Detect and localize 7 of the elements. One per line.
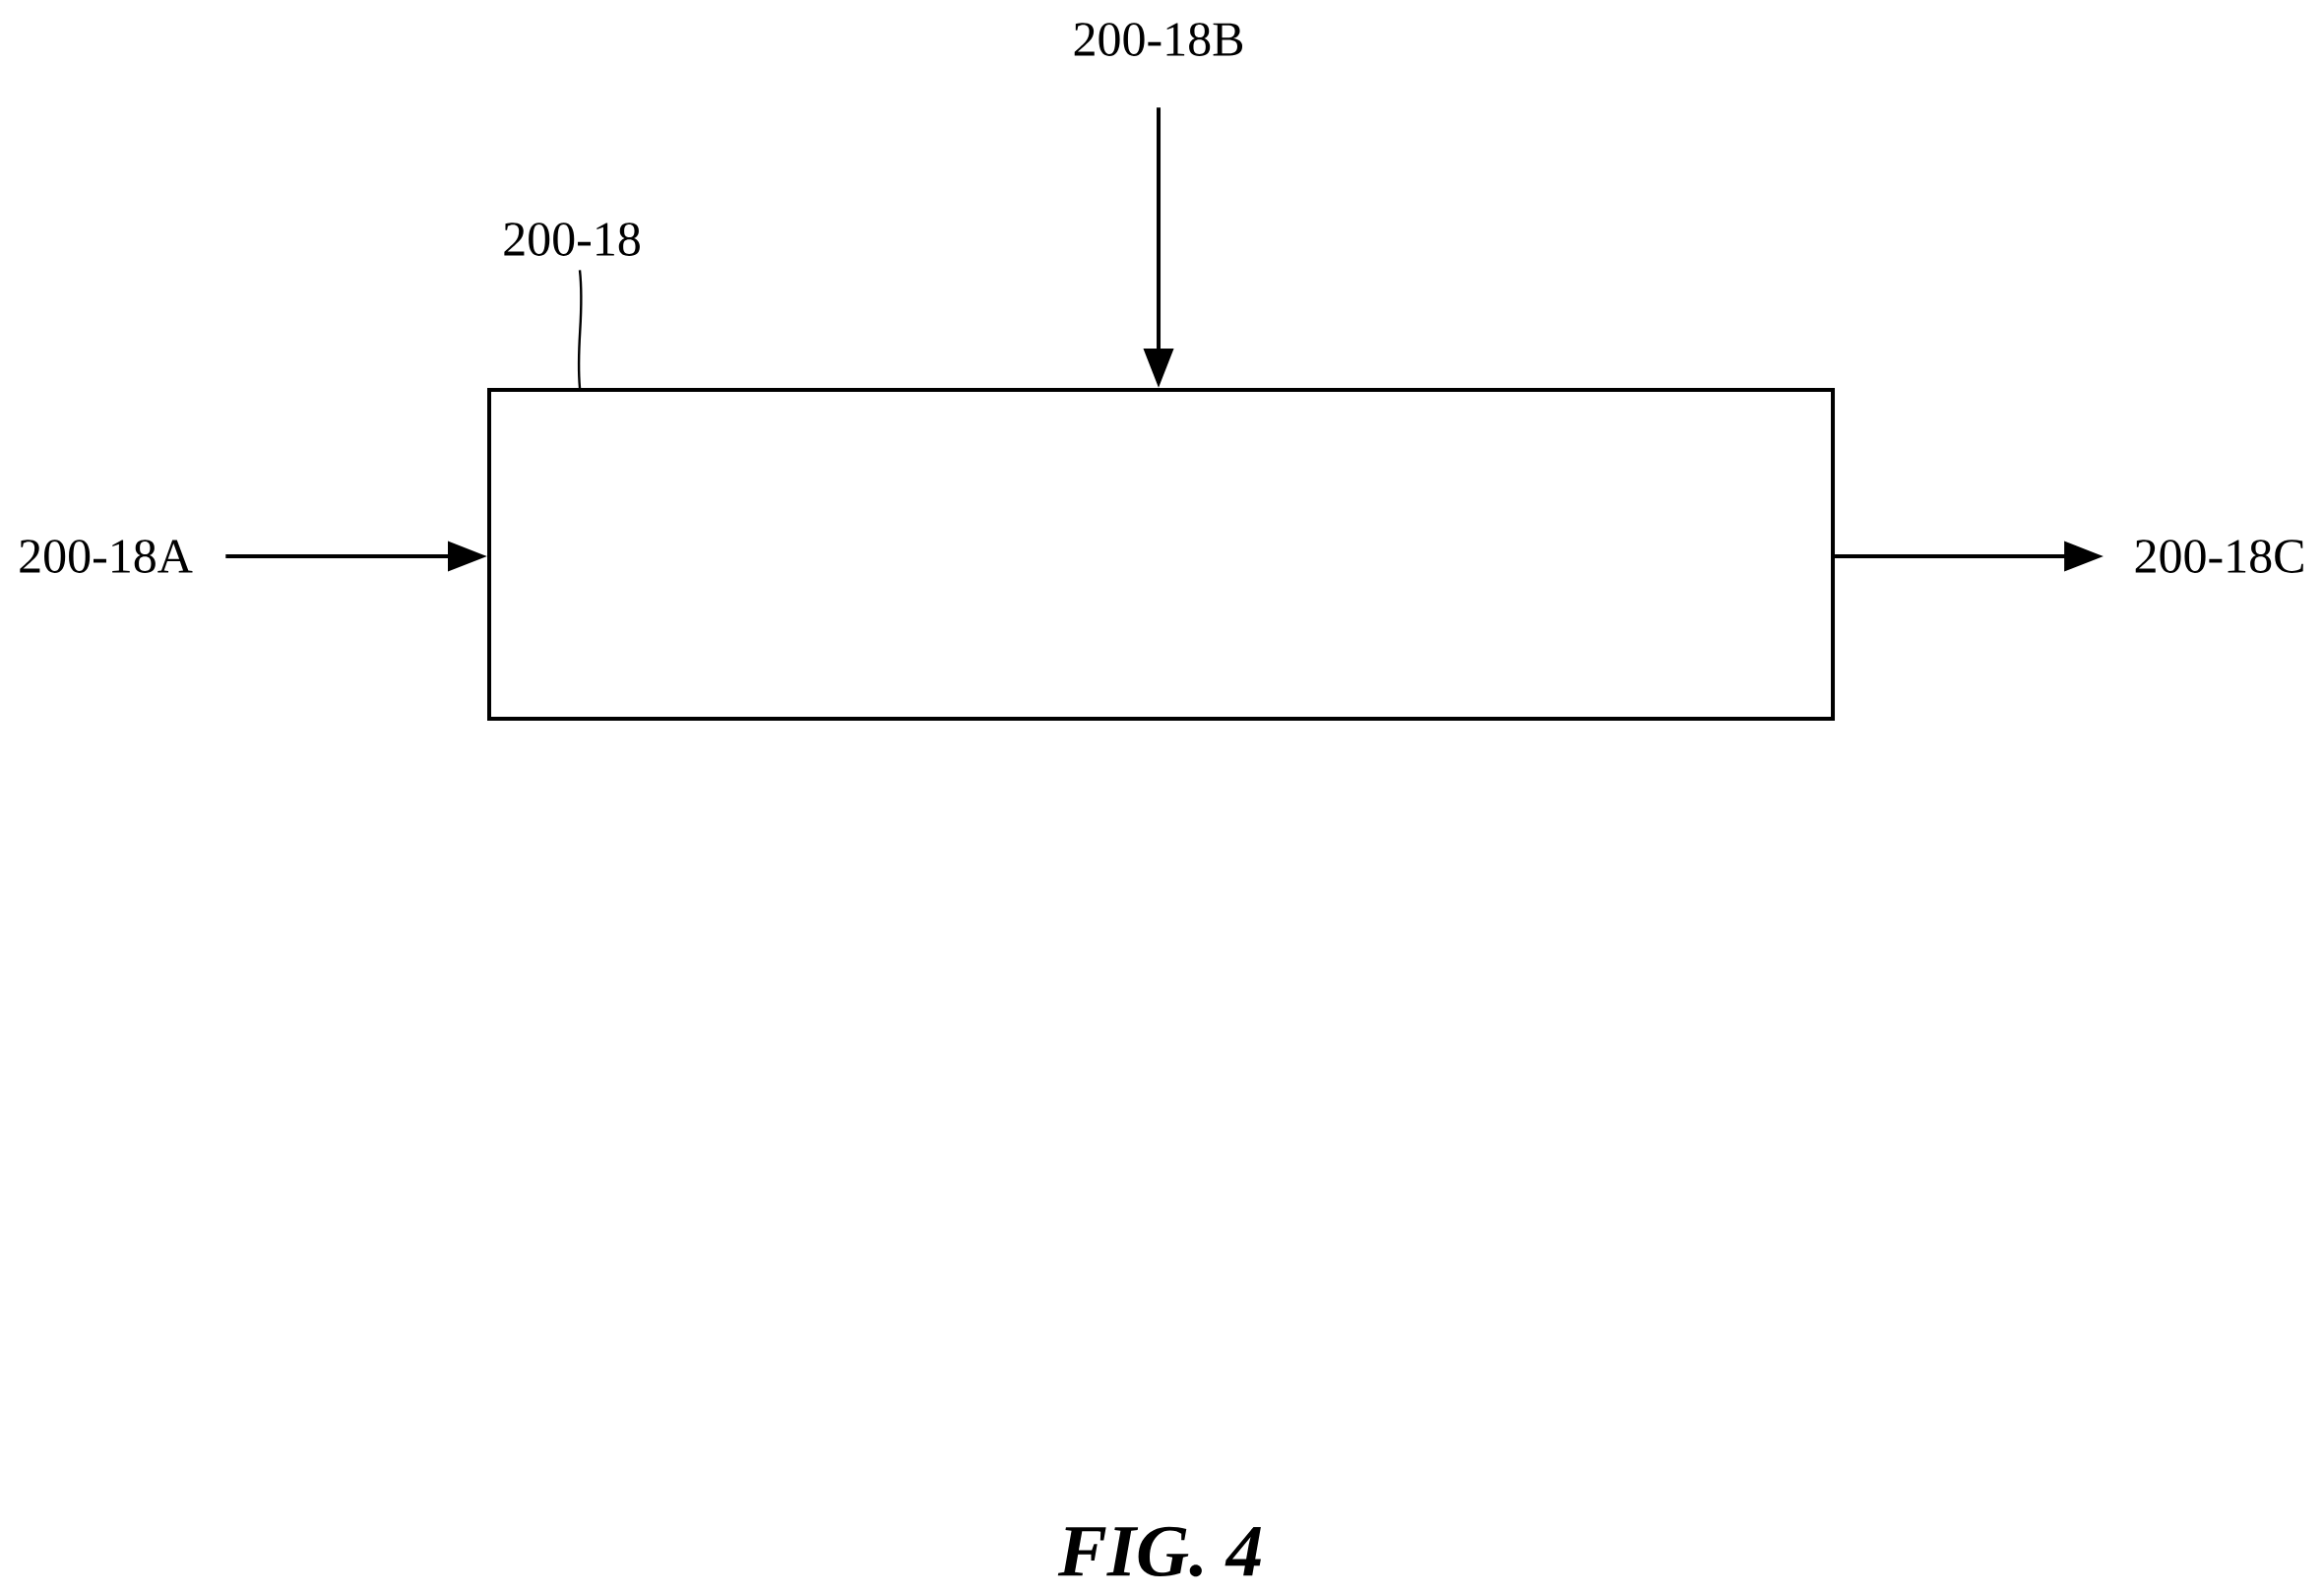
- reference-label: 200-18B: [1074, 23, 1243, 56]
- figure-caption: FIG. 4: [1057, 1526, 1261, 1577]
- reference-label: 200-18C: [2135, 540, 2303, 573]
- block-box: [487, 388, 1835, 721]
- reference-label: 200-18: [504, 223, 640, 256]
- reference-label: 200-18A: [20, 540, 193, 573]
- leader-line: [577, 270, 583, 389]
